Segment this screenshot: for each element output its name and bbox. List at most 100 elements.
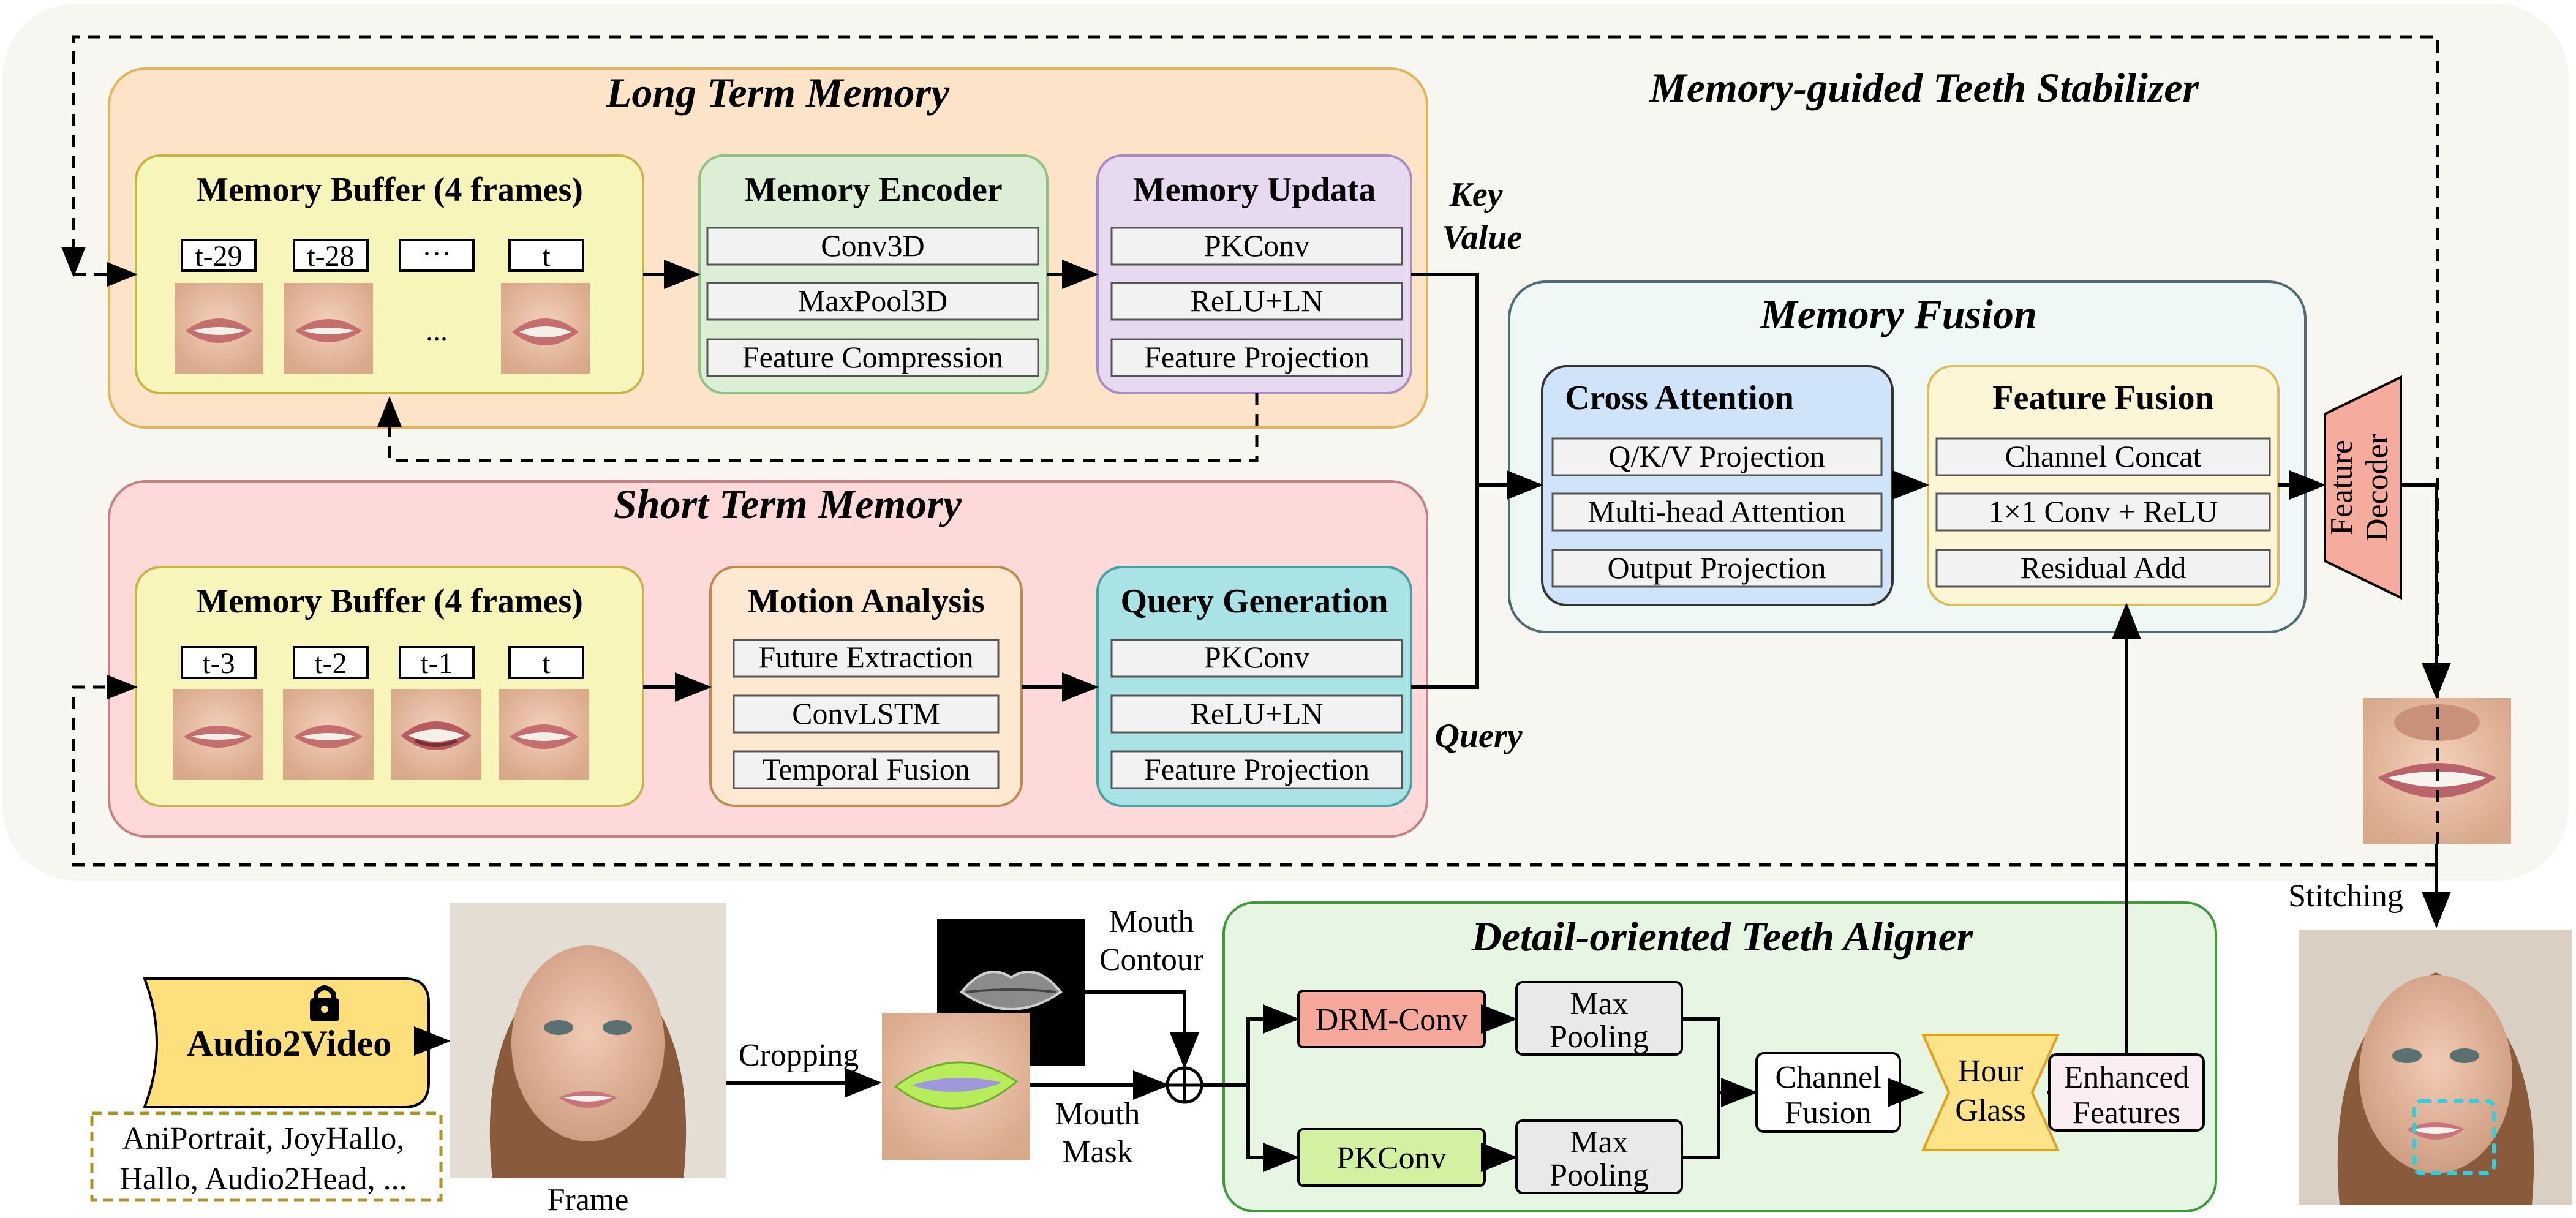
max-pooling-label: Pooling xyxy=(1550,1020,1649,1054)
methods-box xyxy=(90,1111,443,1202)
memory-fusion-title: Memory Fusion xyxy=(1760,291,2037,337)
motion-row xyxy=(733,750,1000,789)
query-row xyxy=(1110,694,1403,734)
feature-row-label: 1×1 Conv + ReLU xyxy=(1989,494,2218,528)
mouth-image xyxy=(283,689,374,780)
feature-row xyxy=(1935,492,2271,532)
max-pooling-label: Max xyxy=(1570,987,1628,1021)
pkconv-label: PKConv xyxy=(1336,1141,1446,1176)
max-pooling-label: Pooling xyxy=(1550,1158,1649,1193)
line-pool-to-fusion xyxy=(1682,1017,1720,1159)
feature-decoder xyxy=(2324,375,2402,600)
encoder-row xyxy=(706,227,1039,266)
value-label: Value xyxy=(1442,219,1523,257)
cross-attention-title: Cross Attention xyxy=(1565,379,1794,417)
audio2video-block xyxy=(143,977,430,1108)
cross-row xyxy=(1551,437,1883,476)
lock-icon xyxy=(310,985,339,1021)
mouth-image xyxy=(501,283,590,374)
encoder-row-label: Feature Compression xyxy=(742,340,1003,374)
drm-conv-label: DRM-Conv xyxy=(1316,1002,1467,1037)
cross-row-label: Multi-head Attention xyxy=(1588,494,1846,528)
mouth-image xyxy=(175,283,263,374)
encoder-row-label: Conv3D xyxy=(821,228,924,263)
st-mouth-thumbnails xyxy=(173,689,589,780)
lt-frame-label: t-28 xyxy=(307,240,354,273)
sum-node xyxy=(1166,1066,1203,1104)
mouth-contour-label: Contour xyxy=(1099,942,1203,977)
update-row-label: ReLU+LN xyxy=(1190,284,1323,318)
mouth-mask-image xyxy=(882,1013,1030,1160)
arrow-contour-to-sum xyxy=(1085,990,1199,1069)
enhanced-features-label: Enhanced xyxy=(2063,1060,2189,1095)
cropping-label: Cropping xyxy=(739,1038,859,1073)
mouth-image xyxy=(284,283,373,374)
feature-row-label: Residual Add xyxy=(2021,551,2186,585)
methods-label: Hallo, Audio2Head, ... xyxy=(119,1162,407,1197)
mouth-contour-label: Mouth xyxy=(1109,904,1194,939)
cross-row-label: Q/K/V Projection xyxy=(1608,439,1825,473)
feedback-loop-dashed xyxy=(61,35,2439,844)
mouth-mask-label: Mask xyxy=(1062,1135,1133,1170)
encoder-row xyxy=(706,338,1039,377)
feature-fusion-title: Feature Fusion xyxy=(1992,379,2213,417)
update-row-label: Feature Projection xyxy=(1144,340,1369,374)
line-query xyxy=(1411,485,1479,689)
motion-row-label: Temporal Fusion xyxy=(762,752,970,786)
st-frame-label: t-2 xyxy=(314,647,347,680)
memory-encoder-title: Memory Encoder xyxy=(744,171,1002,209)
feature-row xyxy=(1935,437,2271,476)
lt-frame-label: t-29 xyxy=(195,240,242,273)
hourglass-block xyxy=(1921,1034,2060,1151)
hourglass-label: Glass xyxy=(1955,1093,2026,1128)
query-row xyxy=(1110,639,1403,678)
motion-row xyxy=(733,639,1000,678)
lt-memory-buffer-title: Memory Buffer (4 frames) xyxy=(196,171,583,209)
arrow-decoder-to-mouth xyxy=(2401,483,2451,699)
methods-label: AniPortrait, JoyHallo, xyxy=(122,1121,405,1156)
arrow-sum-to-drm xyxy=(1246,1004,1300,1085)
feature-decoder-label: Decoder xyxy=(2360,434,2395,541)
stitching-label: Stitching xyxy=(2288,879,2403,914)
encoder-row-label: MaxPool3D xyxy=(798,284,947,318)
line-keyvalue xyxy=(1411,273,1479,485)
long-term-memory-title: Long Term Memory xyxy=(606,69,950,116)
mouth-crop-highlight xyxy=(2412,1099,2496,1175)
query-generation-title: Query Generation xyxy=(1120,582,1388,620)
enhanced-features-label: Features xyxy=(2073,1096,2180,1130)
update-row xyxy=(1110,338,1403,377)
st-frame-labels: t-3 t-2 t-1 t xyxy=(181,646,584,680)
hourglass-label: Hour xyxy=(1958,1054,2024,1089)
cross-row xyxy=(1551,549,1883,588)
mouth-mask-label: Mouth xyxy=(1055,1097,1140,1132)
st-memory-buffer-title: Memory Buffer (4 frames) xyxy=(196,582,583,620)
encoder-row xyxy=(706,282,1039,321)
cross-row xyxy=(1551,492,1883,532)
st-frame-label: t-1 xyxy=(420,647,453,680)
feature-decoder-label: Feature xyxy=(2324,440,2359,535)
st-frame-label: t-3 xyxy=(202,647,235,680)
update-feedback-dashed xyxy=(377,393,1259,462)
query-label: Query xyxy=(1434,717,1523,755)
motion-analysis-title: Motion Analysis xyxy=(747,582,984,620)
lt-ellipsis: ... xyxy=(426,315,448,347)
mouth-image xyxy=(173,689,263,780)
stabilizer-title: Memory-guided Teeth Stabilizer xyxy=(1649,64,2199,111)
channel-fusion-label: Fusion xyxy=(1785,1096,1872,1130)
motion-row-label: Future Extraction xyxy=(758,640,973,674)
lt-frame-label: t xyxy=(542,240,551,273)
lt-frame-labels: t-29 t-28 ··· t xyxy=(181,238,584,273)
lt-frame-label: ··· xyxy=(422,238,451,270)
update-row-label: PKConv xyxy=(1204,228,1309,263)
output-portrait-image xyxy=(2299,930,2572,1205)
query-row xyxy=(1110,750,1403,789)
frame-label: Frame xyxy=(548,1182,629,1217)
feature-row xyxy=(1935,549,2271,588)
audio2video-label: Audio2Video xyxy=(187,1023,392,1064)
query-row-label: ReLU+LN xyxy=(1190,696,1323,731)
max-pooling-label: Max xyxy=(1570,1125,1628,1160)
mouth-image xyxy=(391,689,481,780)
st-frame-label: t xyxy=(542,647,551,680)
portrait-frame-image xyxy=(450,903,726,1178)
